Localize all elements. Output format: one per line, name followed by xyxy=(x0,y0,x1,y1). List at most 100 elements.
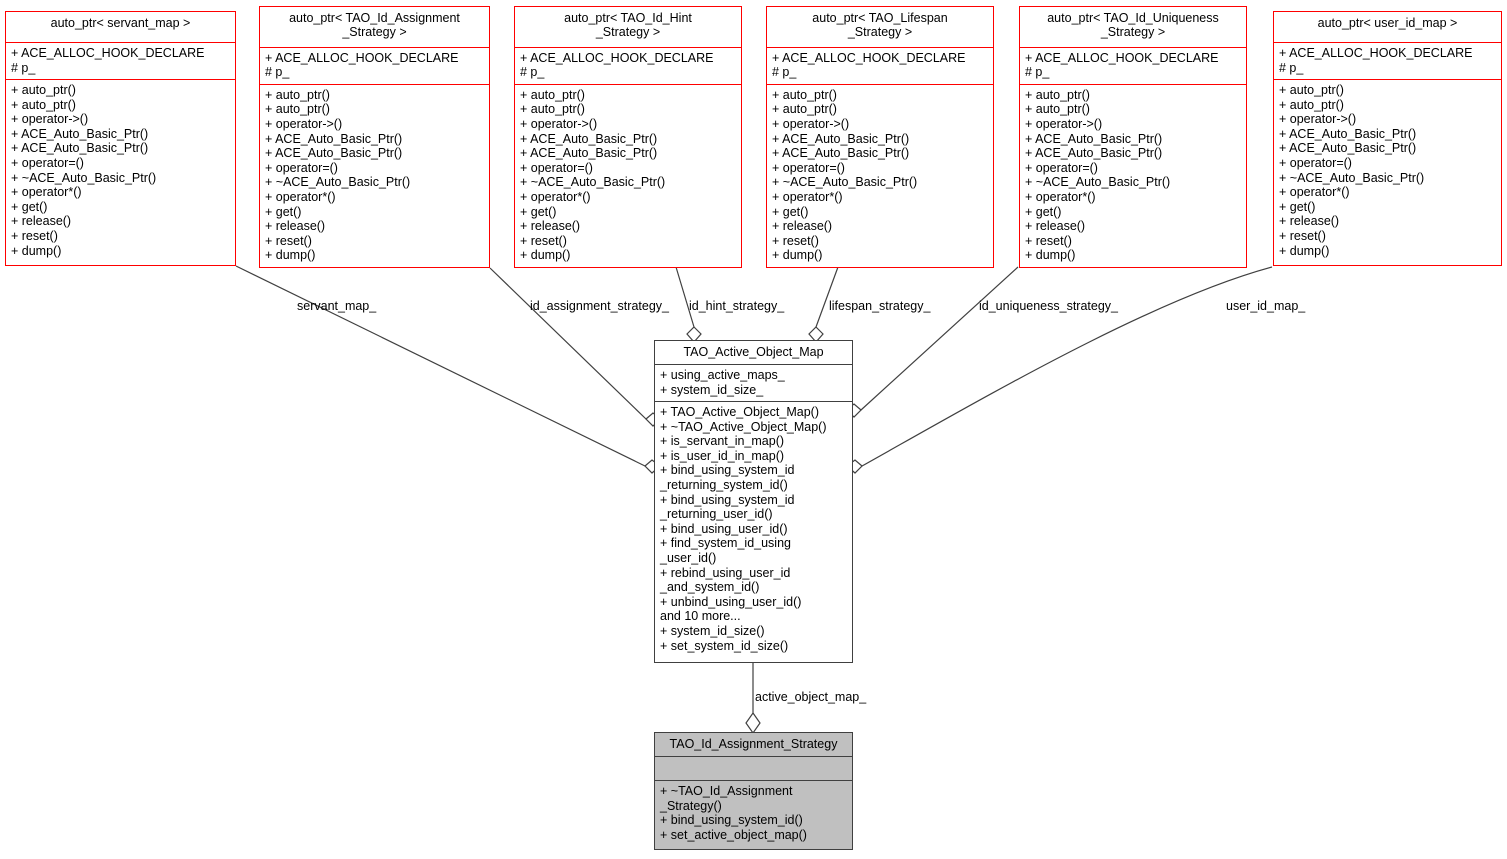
operation-row: + ACE_Auto_Basic_Ptr() xyxy=(772,131,910,146)
edge-label-user-id-map: user_id_map_ xyxy=(1226,299,1306,313)
class-attributes-tao-id-assignment-strategy xyxy=(655,757,852,781)
operation-row: + get() xyxy=(1025,204,1062,219)
operation-row: + auto_ptr() xyxy=(772,87,837,102)
operation-row: + release() xyxy=(1279,214,1340,229)
operation-row: + ~TAO_Id_Assignment _Strategy() xyxy=(660,784,793,813)
edge-servant-map xyxy=(235,265,646,467)
class-attributes-auto-ptr-servant-map: + ACE_ALLOC_HOOK_DECLARE # p_ xyxy=(6,43,235,80)
class-box-auto-ptr-user-id-map[interactable]: auto_ptr< user_id_map > + ACE_ALLOC_HOOK… xyxy=(1273,11,1502,266)
operation-row: + operator=() xyxy=(265,160,338,175)
operation-row: + reset() xyxy=(265,233,312,248)
operation-row: + auto_ptr() xyxy=(265,102,330,117)
operation-row: + ~TAO_Active_Object_Map() xyxy=(660,419,827,434)
operation-row: + unbind_using_user_id() xyxy=(660,594,802,609)
class-title-auto-ptr-lifespan-strategy: auto_ptr< TAO_Lifespan _Strategy > xyxy=(767,7,993,48)
class-box-auto-ptr-id-uniqueness-strategy[interactable]: auto_ptr< TAO_Id_Uniqueness _Strategy > … xyxy=(1019,6,1247,268)
class-attributes-auto-ptr-id-assignment-strategy: + ACE_ALLOC_HOOK_DECLARE # p_ xyxy=(260,48,489,85)
operation-row: + dump() xyxy=(1025,248,1076,263)
operation-row: + get() xyxy=(265,204,302,219)
operation-row: + reset() xyxy=(520,233,567,248)
operation-row: + auto_ptr() xyxy=(1279,97,1344,112)
class-attributes-auto-ptr-lifespan-strategy: + ACE_ALLOC_HOOK_DECLARE # p_ xyxy=(767,48,993,85)
operation-row: + operator*() xyxy=(1279,185,1350,200)
operation-row: + operator=() xyxy=(520,160,593,175)
class-attributes-auto-ptr-user-id-map: + ACE_ALLOC_HOOK_DECLARE # p_ xyxy=(1274,43,1501,80)
operation-row: + get() xyxy=(772,204,809,219)
operation-row: + dump() xyxy=(11,243,62,258)
operation-row: + system_id_size() xyxy=(660,623,765,638)
class-attributes-auto-ptr-id-uniqueness-strategy: + ACE_ALLOC_HOOK_DECLARE # p_ xyxy=(1020,48,1246,85)
attribute-row: # p_ xyxy=(11,60,36,75)
operation-row: + get() xyxy=(11,199,48,214)
operation-row: + operator*() xyxy=(772,190,843,205)
operation-row: + operator*() xyxy=(11,185,82,200)
operation-row: + release() xyxy=(1025,219,1086,234)
operation-row: + ACE_Auto_Basic_Ptr() xyxy=(265,146,403,161)
operation-row: + ACE_Auto_Basic_Ptr() xyxy=(11,126,149,141)
class-title-tao-id-assignment-strategy: TAO_Id_Assignment_Strategy xyxy=(655,733,852,757)
operation-row: + auto_ptr() xyxy=(265,87,330,102)
operation-row: + auto_ptr() xyxy=(1025,87,1090,102)
attribute-row: + system_id_size_ xyxy=(660,382,764,397)
operation-row: + get() xyxy=(1279,199,1316,214)
class-box-auto-ptr-servant-map[interactable]: auto_ptr< servant_map > + ACE_ALLOC_HOOK… xyxy=(5,11,236,266)
operation-row: + bind_using_system_id _returning_system… xyxy=(660,463,795,492)
operation-row: + auto_ptr() xyxy=(11,83,76,97)
operation-row: + release() xyxy=(11,214,72,229)
operation-row: + operator=() xyxy=(11,155,84,170)
operation-row: + operator*() xyxy=(1025,190,1096,205)
edge-label-lifespan-strategy: lifespan_strategy_ xyxy=(829,299,931,313)
operation-row: + operator->() xyxy=(772,117,850,132)
attribute-row: # p_ xyxy=(772,65,797,80)
class-box-auto-ptr-id-hint-strategy[interactable]: auto_ptr< TAO_Id_Hint _Strategy > + ACE_… xyxy=(514,6,742,268)
operation-row: + is_servant_in_map() xyxy=(660,434,785,449)
operation-row: + auto_ptr() xyxy=(520,87,585,102)
attribute-row: # p_ xyxy=(1025,65,1050,80)
operation-row: + ~ACE_Auto_Basic_Ptr() xyxy=(772,175,918,190)
operation-row: + dump() xyxy=(265,248,316,263)
class-operations-auto-ptr-id-assignment-strategy: + auto_ptr() + auto_ptr() + operator->()… xyxy=(260,85,489,267)
operation-row: + ~ACE_Auto_Basic_Ptr() xyxy=(1279,170,1425,185)
edge-id-hint-strategy xyxy=(675,266,695,328)
attribute-row: + ACE_ALLOC_HOOK_DECLARE xyxy=(1025,50,1219,65)
class-attributes-tao-active-object-map: + using_active_maps_ + system_id_size_ xyxy=(655,365,852,402)
edge-id-assignment-strategy xyxy=(489,267,647,420)
class-operations-auto-ptr-servant-map: + auto_ptr() + auto_ptr() + operator->()… xyxy=(6,80,235,265)
operation-row: + operator*() xyxy=(265,190,336,205)
operation-row: + operator->() xyxy=(520,117,598,132)
class-title-auto-ptr-id-hint-strategy: auto_ptr< TAO_Id_Hint _Strategy > xyxy=(515,7,741,48)
operation-row: + operator->() xyxy=(265,117,343,132)
class-box-auto-ptr-lifespan-strategy[interactable]: auto_ptr< TAO_Lifespan _Strategy > + ACE… xyxy=(766,6,994,268)
edge-label-id-uniqueness-strategy: id_uniqueness_strategy_ xyxy=(979,299,1118,313)
operation-row: + bind_using_user_id() xyxy=(660,521,788,536)
class-operations-auto-ptr-user-id-map: + auto_ptr() + auto_ptr() + operator->()… xyxy=(1274,80,1501,265)
class-title-auto-ptr-user-id-map: auto_ptr< user_id_map > xyxy=(1274,12,1501,43)
operation-row: + ACE_Auto_Basic_Ptr() xyxy=(520,131,658,146)
operation-row: + ACE_Auto_Basic_Ptr() xyxy=(1025,146,1163,161)
edge-label-servant-map: servant_map_ xyxy=(297,299,377,313)
class-box-tao-active-object-map[interactable]: TAO_Active_Object_Map + using_active_map… xyxy=(654,340,853,663)
attribute-row: + ACE_ALLOC_HOOK_DECLARE xyxy=(11,46,205,60)
operation-row: + operator->() xyxy=(11,112,89,127)
operation-row: + operator=() xyxy=(772,160,845,175)
operation-row: + auto_ptr() xyxy=(772,102,837,117)
class-operations-auto-ptr-id-hint-strategy: + auto_ptr() + auto_ptr() + operator->()… xyxy=(515,85,741,267)
operation-row: + reset() xyxy=(772,233,819,248)
operation-row: + release() xyxy=(265,219,326,234)
operation-row: + reset() xyxy=(11,228,58,243)
operation-row: + ~ACE_Auto_Basic_Ptr() xyxy=(520,175,666,190)
operation-row: + operator=() xyxy=(1279,155,1352,170)
operation-row: + set_system_id_size() xyxy=(660,638,789,653)
class-operations-tao-id-assignment-strategy: + ~TAO_Id_Assignment _Strategy() + bind_… xyxy=(655,781,852,849)
class-title-auto-ptr-id-uniqueness-strategy: auto_ptr< TAO_Id_Uniqueness _Strategy > xyxy=(1020,7,1246,48)
operation-row: + ACE_Auto_Basic_Ptr() xyxy=(11,141,149,156)
class-box-tao-id-assignment-strategy[interactable]: TAO_Id_Assignment_Strategy + ~TAO_Id_Ass… xyxy=(654,732,853,850)
class-box-auto-ptr-id-assignment-strategy[interactable]: auto_ptr< TAO_Id_Assignment _Strategy > … xyxy=(259,6,490,268)
operation-row: + dump() xyxy=(520,248,571,263)
operation-row: + get() xyxy=(520,204,557,219)
operation-row: + operator->() xyxy=(1279,112,1357,127)
operation-row: + auto_ptr() xyxy=(11,97,76,112)
class-operations-tao-active-object-map: + TAO_Active_Object_Map() + ~TAO_Active_… xyxy=(655,402,852,662)
class-title-tao-active-object-map: TAO_Active_Object_Map xyxy=(655,341,852,365)
